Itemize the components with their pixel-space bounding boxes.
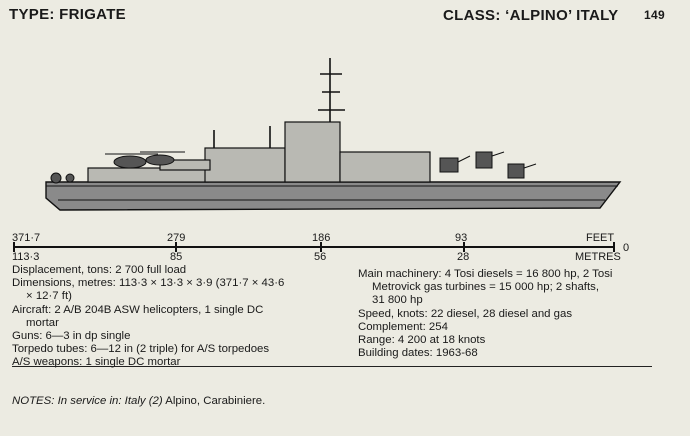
spec-line: Main machinery: 4 Tosi diesels = 16 800 … bbox=[358, 268, 613, 280]
specs-right-column: Main machinery: 4 Tosi diesels = 16 800 … bbox=[358, 268, 648, 360]
spec-line: Aircraft: 2 A/B 204B ASW helicopters, 1 … bbox=[12, 303, 264, 316]
length-scale: 371·7 279 186 93 FEET 0 113·3 85 56 28 M… bbox=[0, 232, 690, 263]
page-number: 149 bbox=[644, 8, 665, 22]
spec-line: A/S weapons: 1 single DC mortar bbox=[12, 356, 181, 369]
scale-tick bbox=[13, 242, 15, 252]
spec-line: Building dates: 1963-68 bbox=[358, 347, 478, 360]
helicopter-icon bbox=[105, 151, 185, 169]
notes-label: NOTES: bbox=[12, 395, 55, 407]
notes-ships: Alpino, Carabiniere. bbox=[165, 395, 266, 407]
stern-fittings-icon bbox=[50, 172, 75, 184]
spec-line: Metrovick gas turbines = 15 000 hp; 2 sh… bbox=[372, 281, 599, 294]
spec-line: Torpedo tubes: 6—12 in (2 triple) for A/… bbox=[12, 343, 270, 356]
spec-line: × 12·7 ft) bbox=[26, 290, 72, 303]
scale-bar bbox=[13, 246, 615, 248]
notes-text: In service in: Italy (2) bbox=[57, 395, 163, 407]
scale-metres-label: 85 bbox=[170, 251, 183, 263]
ship-class: CLASS: ‘ALPINO’ ITALY bbox=[443, 7, 619, 24]
spec-line: Complement: 254 bbox=[358, 320, 448, 333]
scale-metres-label: 28 bbox=[457, 251, 470, 263]
spec-line: 31 800 hp bbox=[372, 294, 423, 307]
scale-tick bbox=[320, 242, 322, 252]
scale-metres-label: 56 bbox=[314, 251, 327, 263]
spec-line: Range: 4 200 at 18 knots bbox=[358, 334, 486, 347]
specs-left-column: Displacement, tons: 2 700 full load Dime… bbox=[12, 264, 342, 370]
section-divider bbox=[12, 366, 652, 367]
scale-tick bbox=[613, 242, 615, 252]
ship-type: TYPE: FRIGATE bbox=[9, 6, 126, 23]
scale-feet-unit: FEET bbox=[586, 232, 615, 244]
notes: NOTES: In service in: Italy (2) Alpino, … bbox=[12, 395, 265, 407]
gun-turret-icon bbox=[439, 151, 537, 179]
scale-metres-unit: METRES bbox=[575, 251, 621, 263]
scale-feet-label: 371·7 bbox=[12, 232, 41, 244]
spec-line: Displacement, tons: 2 700 full load bbox=[12, 264, 187, 276]
scale-feet-label: 93 bbox=[455, 232, 468, 244]
spec-line: Speed, knots: 22 diesel, 28 diesel and g… bbox=[358, 307, 573, 320]
spec-line: Guns: 6—3 in dp single bbox=[12, 330, 131, 343]
superstructure bbox=[87, 121, 431, 183]
scale-tick bbox=[463, 242, 465, 252]
spec-line: mortar bbox=[26, 316, 59, 329]
scale-metres-label: 113·3 bbox=[12, 251, 40, 263]
mast bbox=[213, 58, 345, 148]
frigate-silhouette bbox=[45, 58, 622, 211]
deck-line bbox=[46, 185, 618, 201]
spec-line: Dimensions, metres: 113·3 × 13·3 × 3·9 (… bbox=[12, 277, 285, 290]
scale-zero: 0 bbox=[623, 242, 630, 254]
scale-feet-label: 279 bbox=[167, 232, 186, 244]
scale-feet-label: 186 bbox=[312, 232, 331, 244]
scale-tick bbox=[175, 242, 177, 252]
hull bbox=[45, 181, 622, 211]
